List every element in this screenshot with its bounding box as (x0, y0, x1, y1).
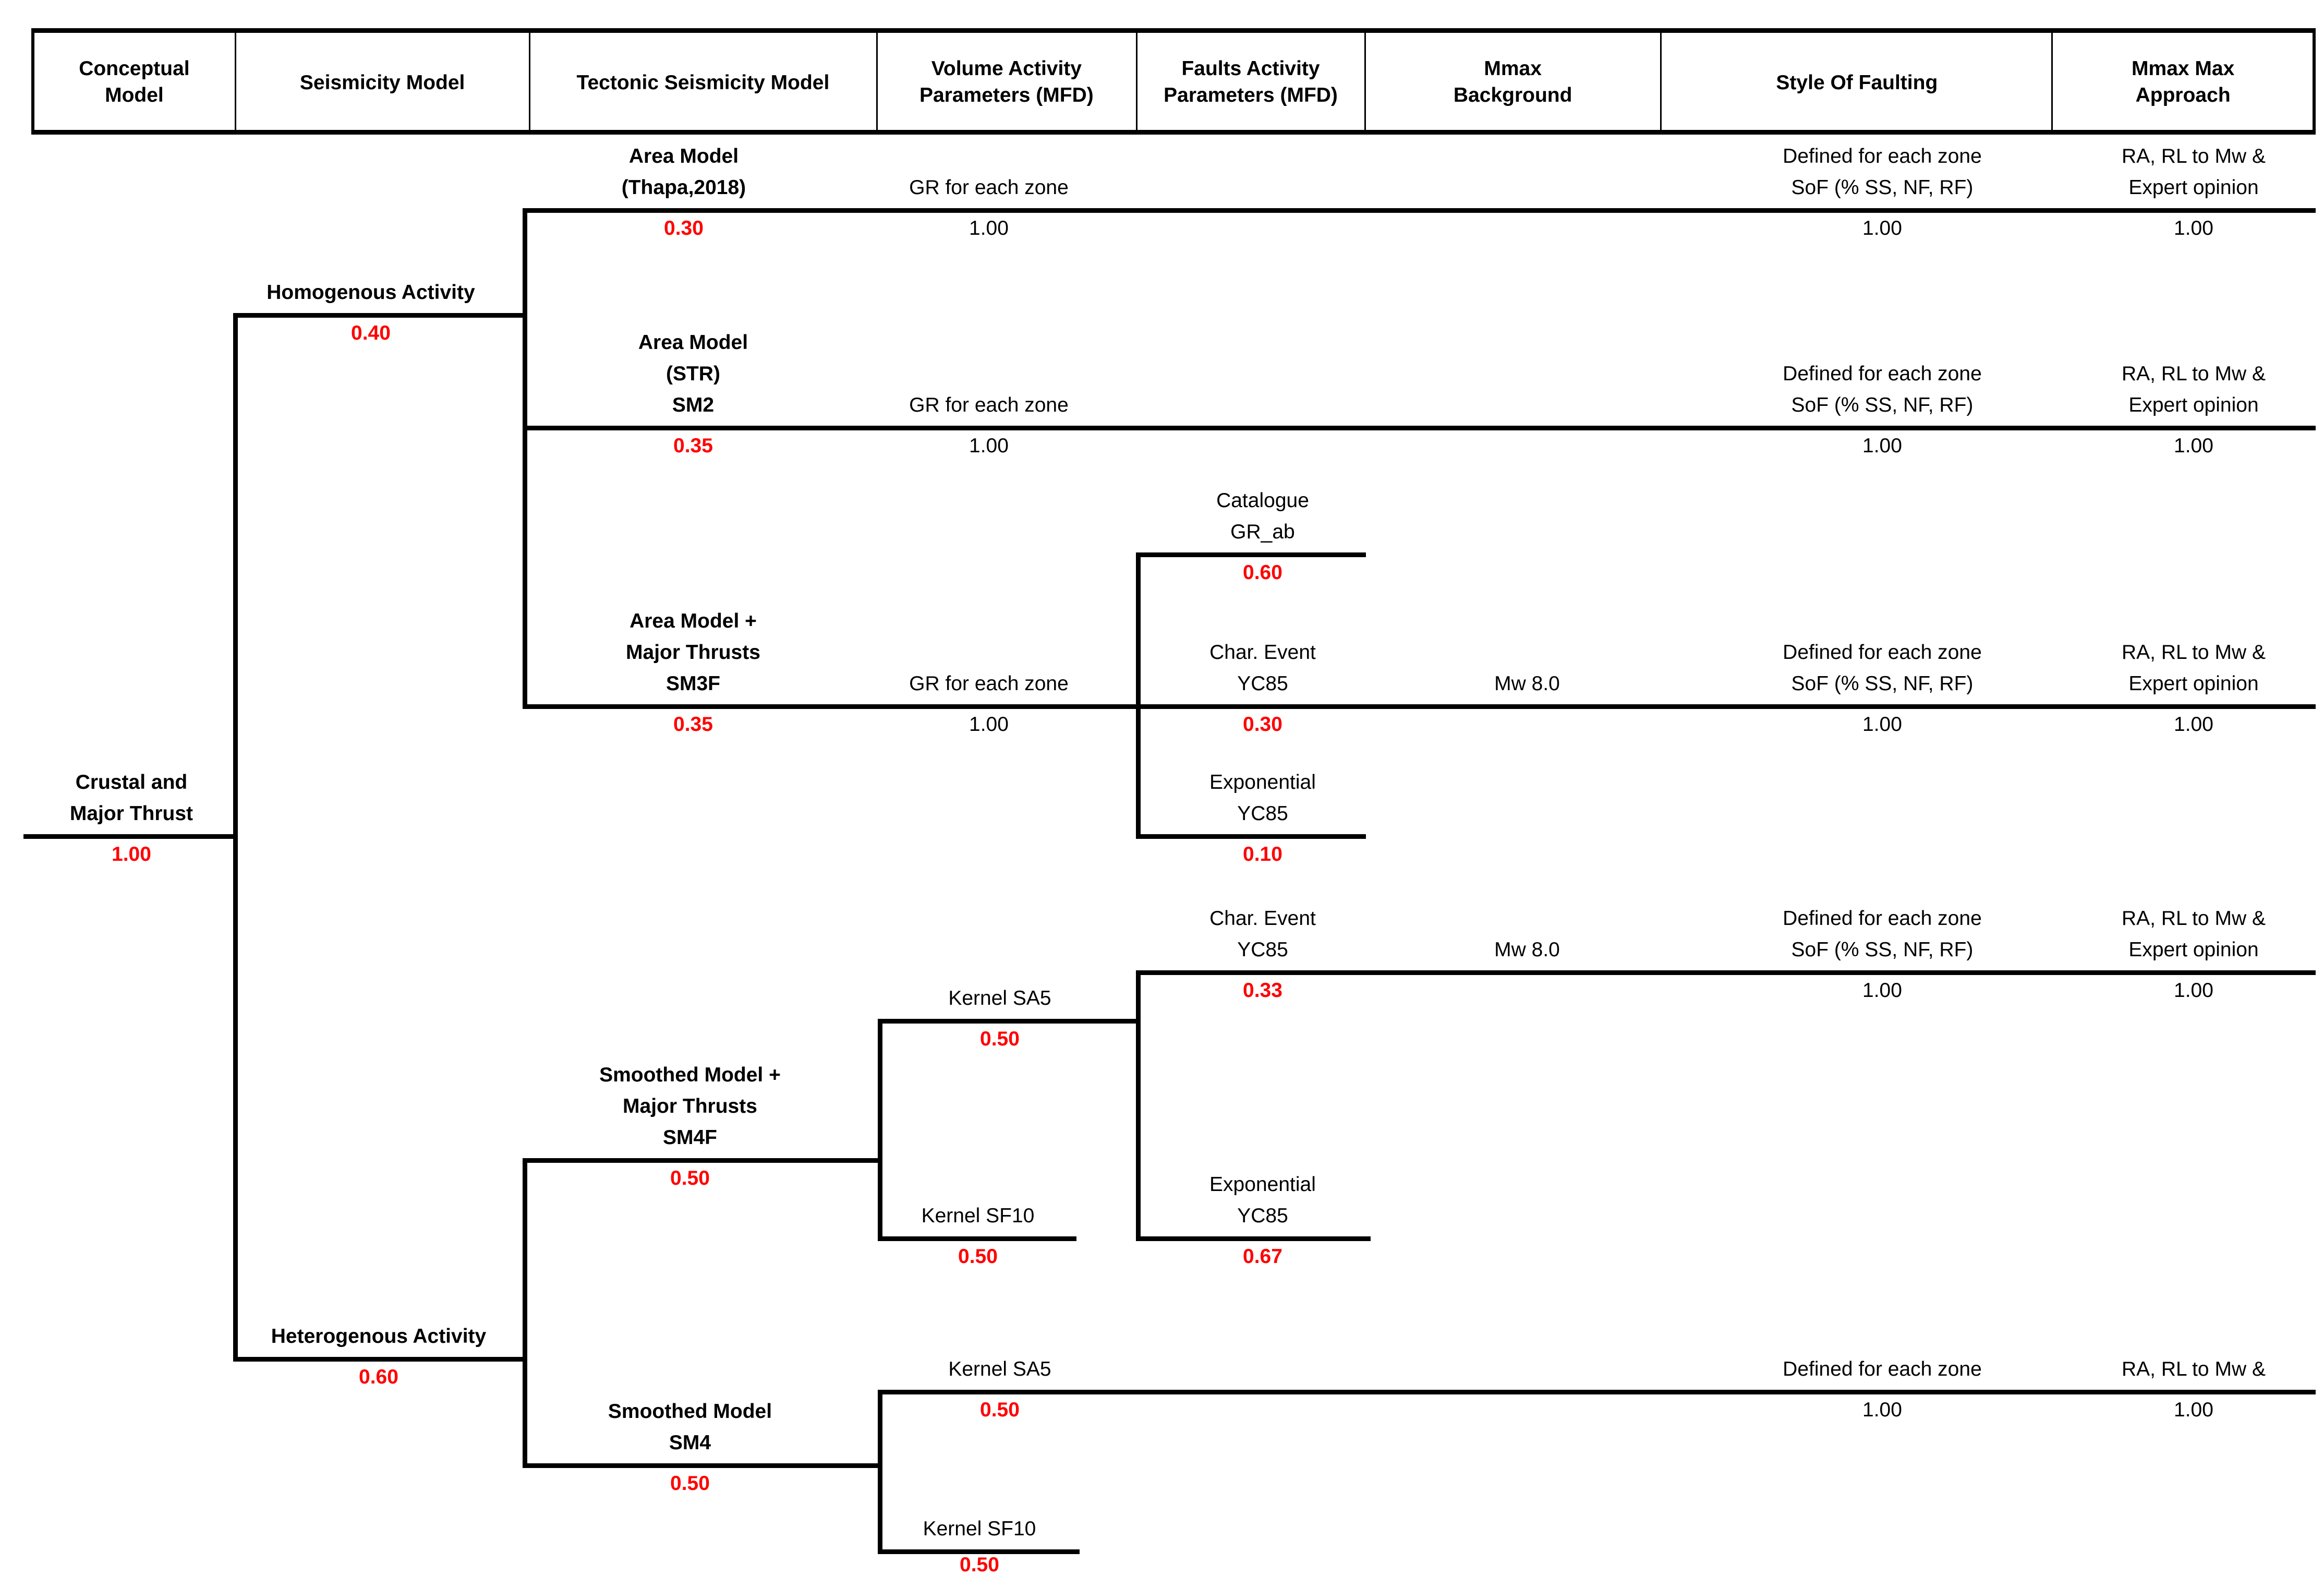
connector-sa5-faults-vertical (1136, 970, 1140, 1240)
connector-root-underline (23, 834, 233, 838)
connector-row-charevent033 (1136, 970, 2316, 975)
node-label-mmax-approach-1: RA, RL to Mw & Expert opinion (2122, 144, 2266, 199)
connector-row-sm2 (523, 426, 2316, 430)
node-label-sof-5: Defined for each zone (1783, 1357, 1982, 1380)
node-weight-mmax-approach-4: 1.00 (2174, 978, 2213, 1002)
connector-sm4-underline (523, 1463, 881, 1467)
header-tectonic-seismicity: Tectonic Seismicity Model (530, 33, 877, 130)
node-weight-sof-4: 1.00 (1862, 978, 1902, 1002)
node-weight-catalogue-gr-ab: 0.60 (1243, 560, 1282, 584)
node-weight-kernel-sf10-top: 0.50 (958, 1244, 998, 1268)
node-label-exponential-010: Exponential YC85 (1209, 770, 1316, 825)
node-label-mmax-approach-5: RA, RL to Mw & (2122, 1357, 2266, 1380)
node-weight-gr-zone-2: 1.00 (969, 434, 1009, 457)
node-label-mmax-bg-1: Mw 8.0 (1494, 671, 1560, 695)
node-label-sm4: Smoothed Model SM4 (608, 1399, 772, 1454)
node-label-area-str: Area Model (STR) SM2 (638, 330, 748, 416)
connector-exponential067-underline (1136, 1236, 1371, 1241)
node-label-mmax-approach-2: RA, RL to Mw & Expert opinion (2122, 362, 2266, 416)
node-weight-kernel-sf10-bottom: 0.50 (960, 1553, 999, 1576)
connector-heterogenous-underline (233, 1357, 526, 1361)
connector-sm4-children-vertical (878, 1390, 882, 1553)
connector-kernelsf10-top-underline (878, 1236, 1076, 1241)
node-weight-area-str: 0.35 (673, 434, 713, 457)
node-label-kernel-sf10-top: Kernel SF10 (921, 1204, 1035, 1227)
connector-heterogenous-vertical (523, 1158, 527, 1466)
node-weight-homogenous: 0.40 (351, 321, 391, 344)
connector-sm4f-underline (523, 1158, 881, 1162)
node-label-area-sm3f: Area Model + Major Thrusts SM3F (626, 609, 760, 695)
connector-kernelsa5-top-underline (878, 1019, 1139, 1023)
node-label-sof-1: Defined for each zone SoF (% SS, NF, RF) (1783, 144, 1982, 199)
node-weight-root: 1.00 (112, 842, 151, 865)
node-weight-sm4: 0.50 (670, 1471, 710, 1495)
node-weight-mmax-approach-2: 1.00 (2174, 434, 2213, 457)
node-weight-kernel-sa5-bottom: 0.50 (980, 1398, 1020, 1421)
connector-sm4f-children-vertical (878, 1019, 882, 1240)
node-weight-sof-3: 1.00 (1862, 712, 1902, 736)
node-label-exponential-067: Exponential YC85 (1209, 1172, 1316, 1227)
node-weight-sm4f: 0.50 (670, 1166, 710, 1189)
node-weight-heterogenous: 0.60 (359, 1365, 398, 1388)
node-label-sof-4: Defined for each zone SoF (% SS, NF, RF) (1783, 906, 1982, 961)
node-weight-char-event-030: 0.30 (1243, 712, 1282, 736)
header-style-of-faulting: Style Of Faulting (1662, 33, 2054, 130)
header-mmax-background: Mmax Background (1365, 33, 1662, 130)
node-weight-mmax-approach-5: 1.00 (2174, 1398, 2213, 1421)
node-weight-area-sm3f: 0.35 (673, 712, 713, 736)
node-weight-exponential-067: 0.67 (1243, 1244, 1282, 1268)
header-faults-activity: Faults Activity Parameters (MFD) (1137, 33, 1365, 130)
node-label-gr-zone-2: GR for each zone (909, 393, 1069, 416)
connector-sm3f-faults-vertical (1136, 552, 1140, 837)
node-label-char-event-030: Char. Event YC85 (1209, 640, 1316, 695)
node-weight-char-event-033: 0.33 (1243, 978, 1282, 1002)
node-label-area-thapa: Area Model (Thapa,2018) (621, 144, 746, 199)
node-label-catalogue-gr-ab: Catalogue GR_ab (1216, 488, 1309, 543)
header-seismicity-model: Seismicity Model (236, 33, 531, 130)
node-weight-sof-2: 1.00 (1862, 434, 1902, 457)
node-label-gr-zone-1: GR for each zone (909, 175, 1069, 199)
node-weight-mmax-approach-3: 1.00 (2174, 712, 2213, 736)
node-label-sm4f: Smoothed Model + Major Thrusts SM4F (599, 1063, 781, 1149)
node-label-kernel-sa5-bottom: Kernel SA5 (948, 1357, 1051, 1380)
connector-row-thapa (523, 208, 2316, 212)
node-label-homogenous: Homogenous Activity (267, 280, 475, 304)
node-weight-kernel-sa5-top: 0.50 (980, 1027, 1020, 1050)
column-header-row: Conceptual Model Seismicity Model Tecton… (31, 28, 2316, 135)
node-label-char-event-033: Char. Event YC85 (1209, 906, 1316, 961)
connector-homogenous-underline (233, 313, 526, 317)
connector-homogenous-vertical (523, 208, 527, 707)
node-weight-gr-zone-1: 1.00 (969, 216, 1009, 239)
node-label-mmax-approach-4: RA, RL to Mw & Expert opinion (2122, 906, 2266, 961)
connector-row-kernelsa5-bottom (878, 1390, 2316, 1394)
node-label-sof-2: Defined for each zone SoF (% SS, NF, RF) (1783, 362, 1982, 416)
header-mmax-max-approach: Mmax Max Approach (2132, 56, 2235, 106)
node-weight-mmax-approach-1: 1.00 (2174, 216, 2213, 239)
node-weight-area-thapa: 0.30 (664, 216, 704, 239)
node-weight-exponential-010: 0.10 (1243, 842, 1282, 865)
connector-catalogue-underline (1136, 552, 1366, 557)
connector-exponential010-underline (1136, 834, 1366, 838)
header-volume-activity: Volume Activity Parameters (MFD) (877, 33, 1138, 130)
node-weight-sof-5: 1.00 (1862, 1398, 1902, 1421)
connector-kernelsf10-bottom-underline (878, 1549, 1080, 1554)
node-label-kernel-sf10-bottom: Kernel SF10 (923, 1517, 1036, 1540)
node-label-mmax-approach-3: RA, RL to Mw & Expert opinion (2122, 640, 2266, 695)
connector-row-sm3f (523, 704, 2316, 708)
node-label-kernel-sa5-top: Kernel SA5 (948, 986, 1051, 1009)
node-label-sof-3: Defined for each zone SoF (% SS, NF, RF) (1783, 640, 1982, 695)
node-weight-gr-zone-3: 1.00 (969, 712, 1009, 736)
node-label-gr-zone-3: GR for each zone (909, 671, 1069, 695)
connector-root-vertical (233, 313, 237, 1360)
node-label-heterogenous: Heterogenous Activity (271, 1324, 487, 1348)
node-label-root: Crustal and Major Thrust (69, 770, 193, 825)
node-label-mmax-bg-2: Mw 8.0 (1494, 937, 1560, 961)
header-conceptual-model: Conceptual Model (34, 33, 236, 130)
node-weight-sof-1: 1.00 (1862, 216, 1902, 239)
